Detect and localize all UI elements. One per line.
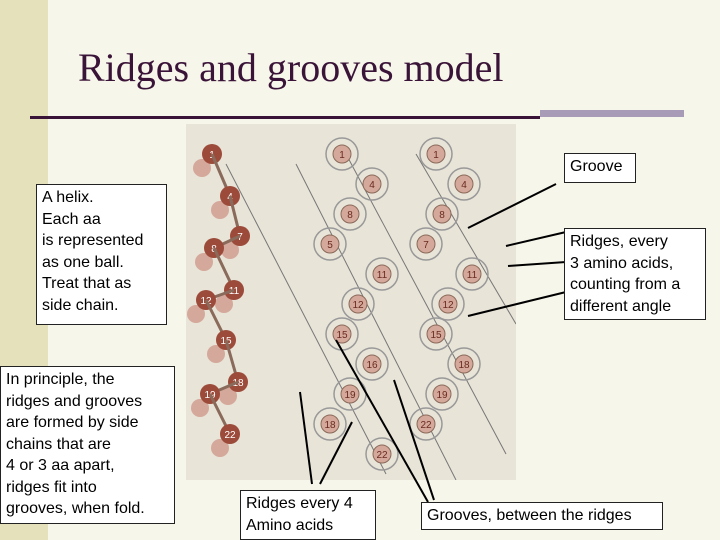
arrow-ridges4-a [300, 392, 312, 484]
arrow-grooves-b [336, 340, 428, 502]
label-helix: A helix. Each aa is represented as one b… [36, 184, 167, 325]
arrow-ridges3-a [506, 232, 566, 246]
arrow-ridges3-b [508, 262, 566, 266]
label-principle: In principle, the ridges and grooves are… [0, 366, 175, 524]
label-grooves-between: Grooves, between the ridges [421, 502, 663, 530]
arrow-groove [468, 184, 556, 228]
arrow-grooves-a [394, 380, 434, 500]
label-ridges-every-3: Ridges, every 3 amino acids, counting fr… [564, 228, 706, 320]
arrow-ridges3-c [468, 292, 566, 316]
arrow-ridges4-b [320, 422, 352, 484]
label-ridges-every-4: Ridges every 4 Amino acids [240, 490, 376, 540]
label-groove: Groove [564, 153, 636, 183]
